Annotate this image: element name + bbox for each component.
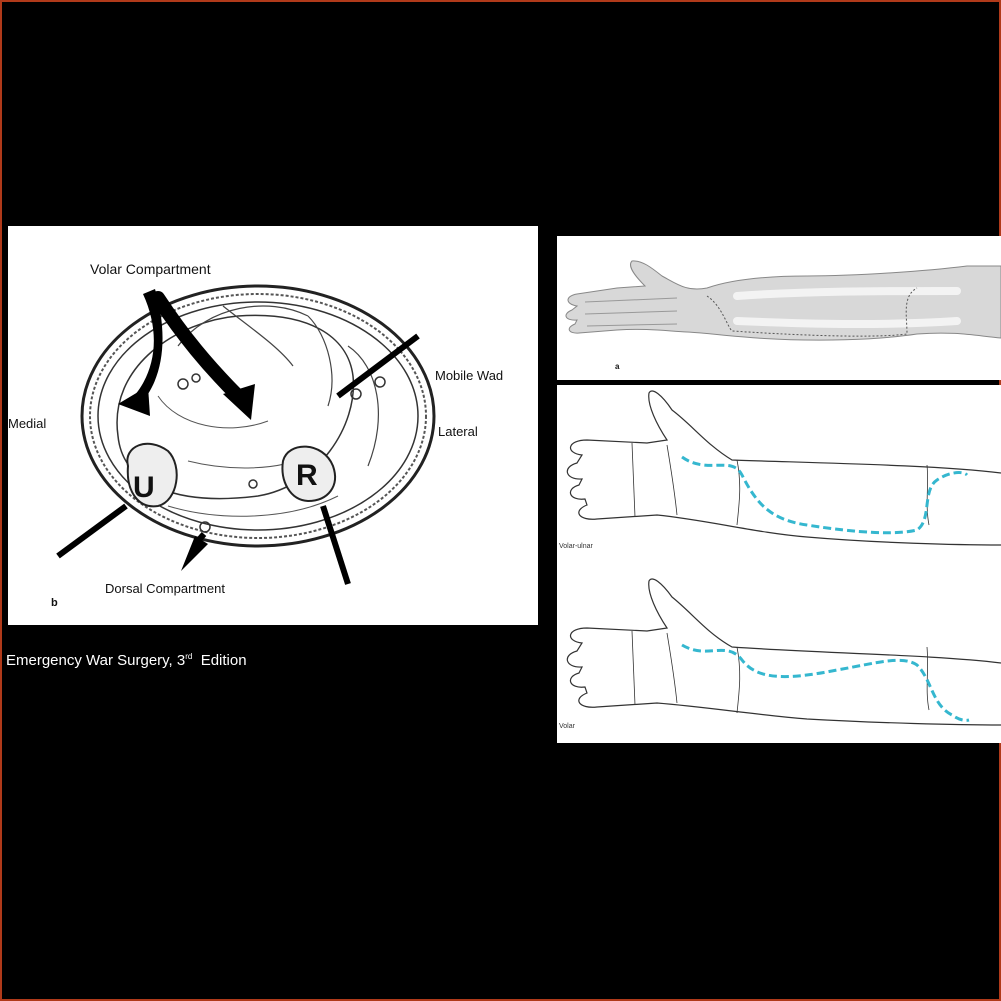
caption-suffix: Edition <box>192 652 246 669</box>
mobile-wad-label: Mobile Wad <box>435 368 503 383</box>
caption-prefix: Emergency War Surgery, 3 <box>6 652 185 669</box>
volar-ulnar-label: Volar-ulnar <box>559 543 593 550</box>
forearm-cross-section-figure: Volar Compartment Medial Mobile Wad Late… <box>8 226 538 625</box>
fasciotomy-incisions-figure: Volar-ulnar Volar <box>557 385 1001 743</box>
arm-drawing <box>557 236 1001 380</box>
volar-incision-line <box>682 645 969 720</box>
forearm-lateral-figure: a <box>557 236 1001 380</box>
volar-compartment-label: Volar Compartment <box>90 261 211 277</box>
volar-hand-drawing <box>567 579 1001 725</box>
medial-label: Medial <box>8 416 46 431</box>
volar-label: Volar <box>559 723 575 730</box>
volar-ulnar-hand-drawing <box>567 391 1001 545</box>
lateral-label: Lateral <box>438 424 478 439</box>
dorsal-compartment-label: Dorsal Compartment <box>105 581 225 596</box>
figure-letter-b: b <box>51 597 58 609</box>
source-caption: Emergency War Surgery, 3rd Edition <box>6 652 247 669</box>
incision-drawings <box>557 385 1001 743</box>
volar-ulnar-incision-line <box>682 457 967 533</box>
ulna-label: U <box>133 471 155 505</box>
figure-letter-a: a <box>615 362 619 371</box>
radius-label: R <box>296 459 318 493</box>
